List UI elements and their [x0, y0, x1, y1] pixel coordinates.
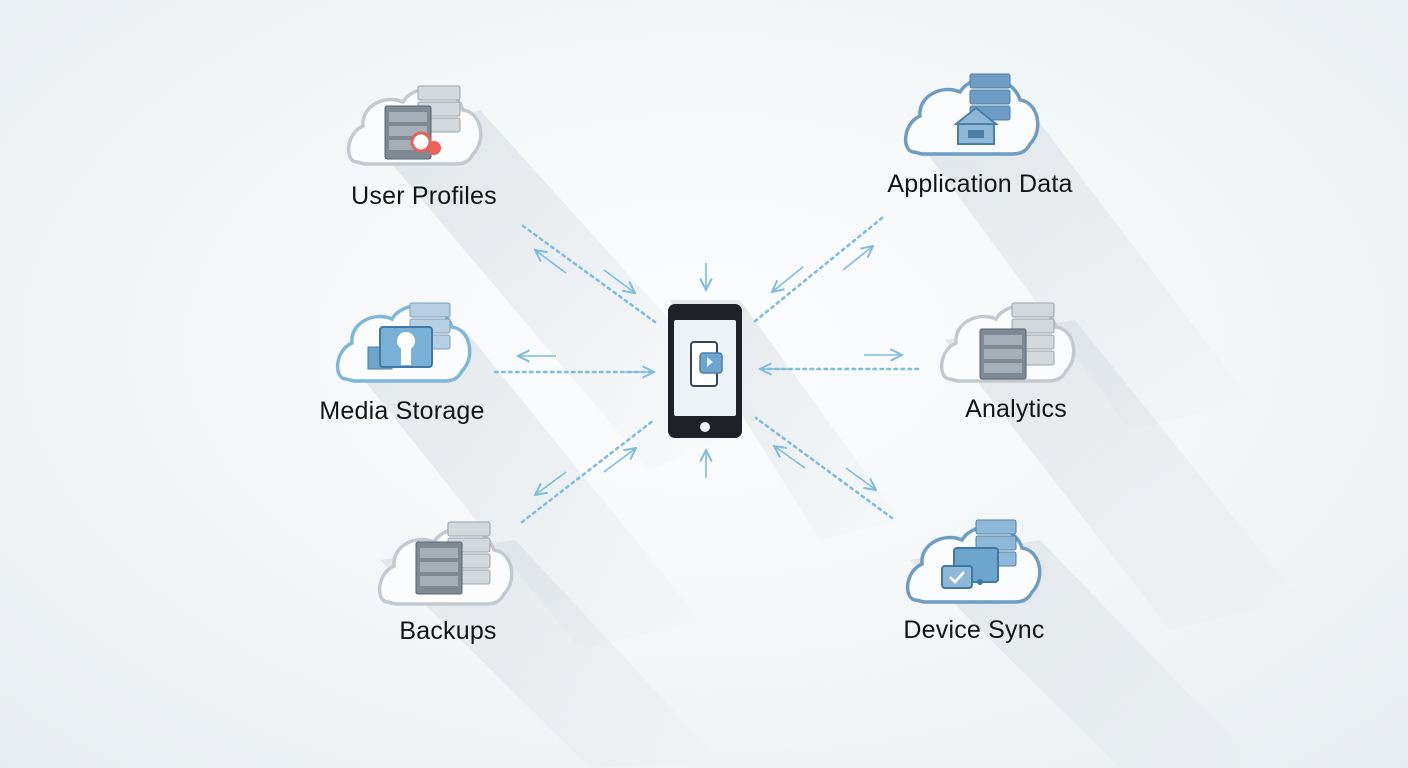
user-profiles-icon: [347, 85, 483, 166]
device-sync-icon: [906, 519, 1042, 604]
smartphone-icon: [668, 304, 742, 438]
arrow-from-phone-bottom-left: [535, 471, 567, 495]
arrow-to-phone-top-left: [603, 269, 635, 293]
connector-backups: [520, 418, 656, 524]
media-storage-label: Media Storage: [319, 397, 484, 425]
arrow-to-phone-bottom-left: [603, 448, 636, 473]
arrow-from-phone-top-right: [842, 246, 873, 271]
backups-icon: [378, 521, 514, 606]
media-storage-icon: [336, 302, 472, 383]
connector-application-data: [752, 216, 884, 324]
analytics-icon: [940, 302, 1076, 383]
backups-label: Backups: [399, 617, 496, 645]
arrow-from-phone-bottom-right: [845, 467, 876, 490]
user-profiles-label: User Profiles: [351, 182, 497, 210]
connector-device-sync: [754, 416, 894, 520]
connector-user-profiles: [521, 224, 657, 324]
device-sync-label: Device Sync: [903, 616, 1044, 644]
direction-arrows: [518, 246, 902, 495]
analytics-label: Analytics: [965, 395, 1067, 423]
arrow-from-phone-top-left: [535, 250, 567, 274]
application-data-label: Application Data: [887, 170, 1072, 198]
arrow-to-phone-bottom-right: [774, 446, 806, 469]
arrow-to-phone-top-right: [772, 266, 804, 292]
application-data-icon: [904, 73, 1040, 156]
